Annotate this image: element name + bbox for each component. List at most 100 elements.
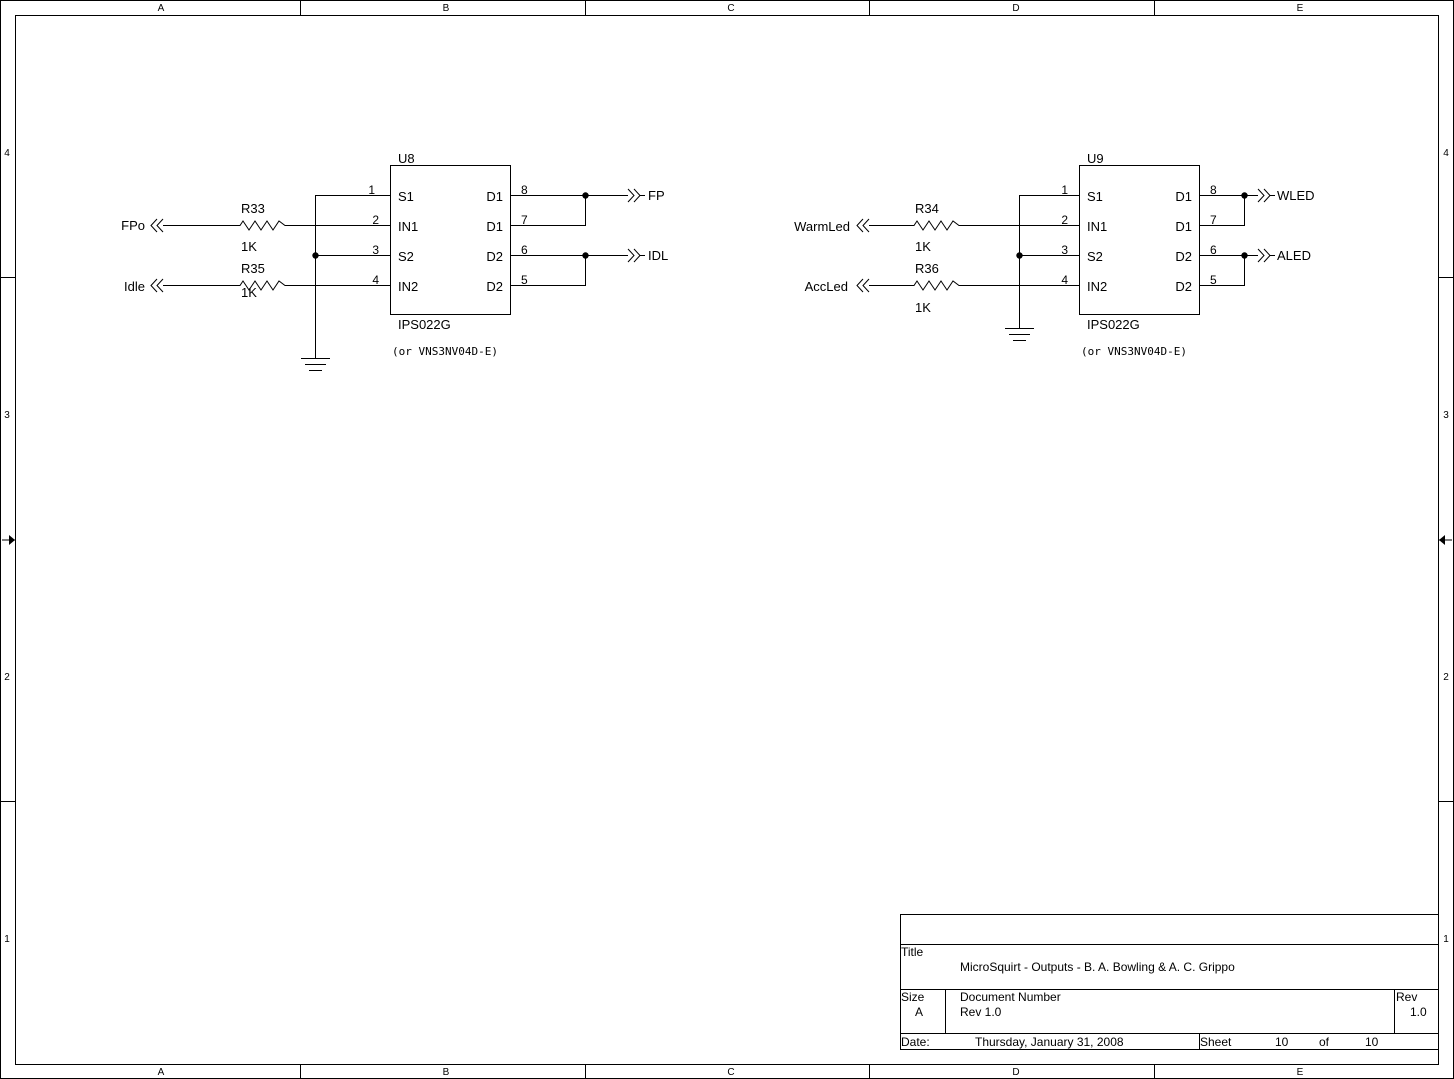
- zone-col-a-bottom: A: [158, 1067, 165, 1078]
- document-number-value: Rev 1.0: [960, 1005, 1002, 1019]
- sheet-number: 10: [1275, 1035, 1289, 1049]
- u8-part: IPS022G: [398, 317, 451, 332]
- rev-label: Rev: [1396, 990, 1417, 1004]
- u9-r-top-value: 1K: [915, 239, 931, 254]
- u9-out-top-label: WLED: [1277, 188, 1315, 203]
- u8-pin-name-in1: IN1: [398, 219, 418, 234]
- u8-in-top-label: FPo: [121, 218, 145, 233]
- u9-r-top-ref: R34: [915, 201, 939, 216]
- date-label: Date:: [901, 1035, 930, 1049]
- u9-ref: U9: [1087, 151, 1104, 166]
- zone-col-c-bottom: C: [727, 1067, 734, 1078]
- sheet-label: Sheet: [1200, 1035, 1232, 1049]
- zone-row-4-right: 4: [1443, 148, 1449, 159]
- u9-ground-symbol: [1005, 328, 1034, 341]
- sheet-of-label: of: [1319, 1035, 1330, 1049]
- u9-pin-name-d1b: D1: [1175, 219, 1192, 234]
- u9-out-bot-port: ALED: [1257, 248, 1311, 263]
- u9-in-top-port: WarmLed: [794, 218, 870, 234]
- u9-circuit: U9 IPS022G (or VNS3NV04D-E) 1 2 3 4 S1 I…: [794, 151, 1314, 358]
- zone-col-c-top: C: [727, 3, 734, 14]
- size-value: A: [915, 1005, 923, 1019]
- zone-col-d-bottom: D: [1012, 1067, 1019, 1078]
- zone-col-d-top: D: [1012, 3, 1019, 14]
- u8-pin-num-7: 7: [521, 213, 528, 227]
- u9-alt-part: (or VNS3NV04D-E): [1081, 345, 1187, 358]
- zone-col-e-top: E: [1297, 3, 1304, 14]
- u8-resistor-top[interactable]: R33 1K: [163, 201, 360, 254]
- u8-pin-num-3: 3: [372, 243, 379, 257]
- title-block: Title MicroSquirt - Outputs - B. A. Bowl…: [900, 914, 1439, 1050]
- u8-pin-num-1: 1: [368, 183, 375, 197]
- u9-r-bot-ref: R36: [915, 261, 939, 276]
- u8-pin-num-6: 6: [521, 243, 528, 257]
- rev-value: 1.0: [1410, 1005, 1427, 1019]
- u9-pin-num-2: 2: [1061, 213, 1068, 227]
- u8-r-top-ref: R33: [241, 201, 265, 216]
- u8-chip-body[interactable]: [390, 165, 511, 315]
- u8-ground-symbol: [301, 358, 330, 371]
- u9-pin-num-1: 1: [1061, 183, 1068, 197]
- u9-pin-name-s2: S2: [1087, 249, 1103, 264]
- u8-pin-name-s1: S1: [398, 189, 414, 204]
- zone-row-1-left: 1: [4, 934, 10, 945]
- u8-r-bot-value: 1K: [241, 285, 257, 300]
- u8-out-bot-port: IDL: [627, 248, 668, 263]
- u8-pin-name-in2: IN2: [398, 279, 418, 294]
- u9-pin-num-8: 8: [1210, 183, 1217, 197]
- u8-pin-name-d2a: D2: [486, 249, 503, 264]
- u9-pin-num-3: 3: [1061, 243, 1068, 257]
- u8-resistor-bottom[interactable]: R35 1K: [163, 261, 360, 300]
- u8-r-top-value: 1K: [241, 239, 257, 254]
- u8-out-top-port: FP: [627, 188, 665, 203]
- zone-row-2-right: 2: [1443, 672, 1449, 683]
- u9-chip-body[interactable]: [1079, 165, 1200, 315]
- u8-pin-name-d1b: D1: [486, 219, 503, 234]
- date-value: Thursday, January 31, 2008: [975, 1035, 1124, 1049]
- u9-pin-num-7: 7: [1210, 213, 1217, 227]
- u8-alt-part: (or VNS3NV04D-E): [392, 345, 498, 358]
- u9-pin-name-d1a: D1: [1175, 189, 1192, 204]
- u8-pin-num-8: 8: [521, 183, 528, 197]
- u9-pin-num-5: 5: [1210, 273, 1217, 287]
- u9-out-top-port: WLED: [1257, 188, 1315, 203]
- u9-out-bot-label: ALED: [1277, 248, 1311, 263]
- u8-ref: U8: [398, 151, 415, 166]
- u9-pin-num-6: 6: [1210, 243, 1217, 257]
- u8-r-bot-ref: R35: [241, 261, 265, 276]
- u8-pin-num-2: 2: [372, 213, 379, 227]
- zone-row-4-left: 4: [4, 148, 10, 159]
- title-label: Title: [901, 945, 924, 959]
- u9-resistor-bottom[interactable]: R36 1K: [869, 261, 1049, 315]
- zone-col-a-top: A: [158, 3, 165, 14]
- u9-part: IPS022G: [1087, 317, 1140, 332]
- drawing-title: MicroSquirt - Outputs - B. A. Bowling & …: [960, 960, 1235, 974]
- u9-resistor-top[interactable]: R34 1K: [869, 201, 1049, 254]
- zone-col-b-top: B: [443, 3, 450, 14]
- u9-pin-name-in2: IN2: [1087, 279, 1107, 294]
- u8-pin-name-d1a: D1: [486, 189, 503, 204]
- u9-pin-num-4: 4: [1061, 273, 1068, 287]
- u8-in-bot-label: Idle: [124, 279, 145, 294]
- document-number-label: Document Number: [960, 990, 1061, 1004]
- size-label: Size: [901, 990, 925, 1004]
- u8-pin-num-4: 4: [372, 273, 379, 287]
- u8-out-bot-label: IDL: [648, 248, 668, 263]
- u9-pin-name-d2b: D2: [1175, 279, 1192, 294]
- u9-in-bot-label: AccLed: [805, 279, 848, 294]
- u9-pin-name-d2a: D2: [1175, 249, 1192, 264]
- zone-row-2-left: 2: [4, 672, 10, 683]
- u8-pin-name-d2b: D2: [486, 279, 503, 294]
- u9-pin-name-s1: S1: [1087, 189, 1103, 204]
- zone-col-b-bottom: B: [443, 1067, 450, 1078]
- zone-row-3-right: 3: [1443, 410, 1449, 421]
- u8-in-top-port: FPo: [121, 218, 164, 233]
- u9-r-bot-value: 1K: [915, 300, 931, 315]
- u8-out-top-label: FP: [648, 188, 665, 203]
- u9-in-bot-port: AccLed: [805, 278, 870, 294]
- zone-row-3-left: 3: [4, 410, 10, 421]
- u9-pin-name-in1: IN1: [1087, 219, 1107, 234]
- u8-circuit: U8 IPS022G (or VNS3NV04D-E) 1 2 3 4 S1 I…: [121, 151, 668, 371]
